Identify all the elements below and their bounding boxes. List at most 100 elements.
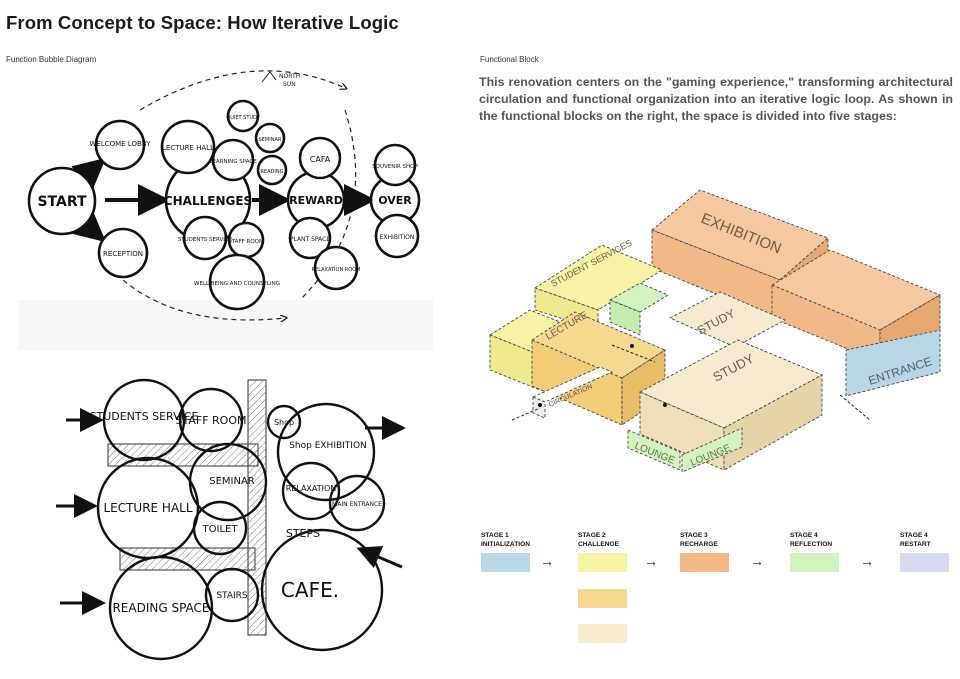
plan-relaxation-bubble: [281, 461, 341, 521]
exhibition-bubble: [374, 213, 420, 259]
stage-2-number: STAGE 2: [578, 532, 606, 539]
stage-1-swatch: [481, 553, 530, 572]
reward-label: REWARD: [289, 194, 343, 207]
recharge-right-top: [771, 249, 942, 331]
welcome-lobby-bubble: [94, 119, 146, 171]
north-sun-label: NORTH: [279, 73, 300, 80]
block-entrance-label: ENTRANCE: [867, 354, 934, 388]
block-lounge-right-label: LOUNGE: [689, 443, 733, 469]
north-sun-label-2: SUN: [283, 81, 296, 88]
plan-students-service-label: STUDENTS SERVICE: [90, 410, 199, 423]
plan-steps-label: STEPS: [286, 527, 320, 540]
lecture-hall-label: LECTURE HALL: [162, 144, 214, 152]
relaxation-room-bubble: [313, 245, 359, 291]
reflection-green-front: [609, 299, 641, 336]
plan-relaxation-label: RELAXATION: [286, 484, 337, 493]
lounge-right-block: [681, 427, 743, 473]
stage-5-name: RESTART: [900, 540, 931, 548]
exhibition-side: [779, 237, 829, 321]
start-label: START: [37, 194, 87, 210]
entrance-block: [845, 329, 941, 397]
students-service-label: STUDENTS SERVICE: [178, 237, 233, 243]
stage-4-name: REFLECTION: [790, 540, 833, 548]
study-lower-side: [723, 374, 823, 471]
node-dot-2: [663, 403, 667, 407]
challenges-label: CHALLENGES: [164, 194, 252, 208]
corridor-vertical: [247, 379, 267, 636]
plant-space-bubble: [288, 216, 332, 260]
stage-4-number: STAGE 4: [790, 532, 818, 539]
arrow-to-reception: [71, 209, 107, 243]
plan-toilet-label: TOILET: [202, 524, 239, 535]
stage-2-swatch-2: [578, 589, 627, 608]
plan-main-entrance-bubble: [328, 474, 386, 532]
wellbeing-bubble: [208, 253, 266, 311]
exhibition-top: [651, 189, 829, 281]
seminar-label: SEMINAR: [259, 137, 282, 143]
north-sun-arrow: [261, 71, 277, 83]
cafa-bubble: [298, 136, 342, 180]
plan-reading-space-bubble: [108, 555, 214, 661]
block-circulation-label: CIRCULATION: [548, 383, 594, 408]
relaxation-room-label: RELAXATION ROOM: [312, 267, 361, 273]
reward-bubble: [286, 170, 346, 230]
stage-arrow-3: →: [750, 553, 764, 569]
block-student-services-label: STUDENT SERVICES: [549, 238, 633, 289]
node-dot-3: [538, 403, 542, 407]
study-upper-top: [668, 291, 787, 348]
quiet-study-label: QUIET STUDY: [226, 115, 260, 121]
plan-cafe-label: CAFE.: [281, 578, 339, 602]
stage-4-swatch: [790, 553, 839, 572]
lecture-front: [531, 339, 623, 426]
staff-room-bubble: [227, 221, 265, 259]
description-paragraph: This renovation centers on the "gaming e…: [479, 75, 953, 123]
stage-5-number: STAGE 4: [900, 532, 928, 539]
stage-1-name: INITIALIZATION: [481, 540, 530, 548]
stage-arrow-4: →: [860, 553, 874, 569]
lecture-hall-bubble: [160, 119, 216, 175]
souvenir-shop-label: SOUVENIR SHOP: [372, 164, 418, 170]
plan-seminar-label: SEMINAR: [209, 476, 255, 487]
over-label: OVER: [378, 194, 412, 207]
start-bubble: [27, 166, 97, 236]
staff-room-label: STAFF ROOM: [228, 239, 264, 245]
block-study-lower-label: STUDY: [710, 351, 756, 385]
seminar-bubble: [254, 122, 286, 154]
challenges-bubble: [164, 156, 252, 244]
bubble-diagram-label: Function Bubble Diagram: [6, 55, 97, 64]
plan-lecture-hall-bubble: [96, 456, 200, 560]
stage-2-swatch-3: [578, 624, 627, 643]
stage-5-title: STAGE 4 RESTART: [900, 532, 931, 549]
learning-space-label: LEARNING SPACE: [209, 159, 257, 165]
block-lecture-label: LECTURE: [544, 310, 590, 343]
plan-main-entrance-label: MAIN ENTRANCE: [332, 501, 382, 508]
stage-1-number: STAGE 1: [481, 532, 509, 539]
corridor-bottom: [119, 547, 256, 571]
stage-arrow-2: →: [644, 553, 658, 569]
plan-stairs-bubble: [204, 567, 260, 623]
reception-label: RECEPTION: [103, 250, 143, 258]
stage-2-title: STAGE 2 CHALLENGE: [578, 532, 619, 549]
circulation-front: [532, 396, 546, 419]
stage-3-title: STAGE 3 RECHARGE: [680, 532, 718, 549]
left-challenge-front: [489, 334, 541, 391]
plan-exhibition-bubble: [276, 402, 376, 502]
over-bubble: [369, 174, 421, 226]
plan-staff-room-label: STAFF ROOM: [176, 414, 247, 427]
plan-exhibition-label: Shop EXHIBITION: [289, 441, 367, 451]
plan-stairs-label: STAIRS: [216, 591, 248, 601]
lecture-top: [531, 311, 666, 379]
study-lower-front: [639, 391, 725, 471]
loop-arc-right: [299, 109, 357, 301]
reflection-green-top: [608, 282, 669, 313]
plan-shop-small-label: Shop: [274, 418, 294, 427]
plan-arrow-5: [356, 545, 403, 569]
flow-arrow-2: [611, 344, 656, 363]
bubble-background-wash: [18, 300, 433, 350]
plant-space-label: PLANT SPACE: [290, 236, 330, 243]
student-services-front: [534, 287, 599, 331]
student-services-top: [533, 244, 663, 311]
exhibition-front: [651, 229, 781, 321]
flow-arrow-3: [839, 394, 871, 421]
plan-seminar-bubble: [188, 442, 268, 522]
